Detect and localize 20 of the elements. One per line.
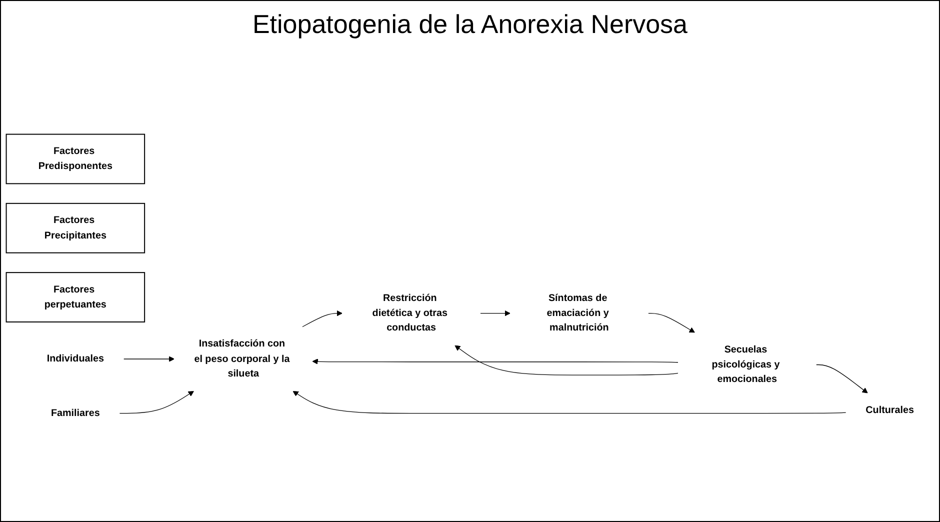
node-text: Culturales (866, 404, 914, 416)
arrow (123, 356, 174, 362)
arrow (648, 313, 695, 333)
node-text: Restricción dietética y otras conductas (372, 292, 448, 334)
node-box: Factores perpetuantes (6, 272, 146, 322)
node-text: Secuelas psicológicas y emocionales (712, 344, 780, 385)
node-box: Factores Predisponentes (6, 134, 146, 184)
node-text: Individuales (46, 352, 104, 364)
arrow (119, 390, 194, 414)
arrow (454, 345, 678, 376)
arrow (816, 364, 868, 394)
arrow (480, 310, 510, 316)
arrow (312, 358, 678, 364)
arrow (292, 390, 846, 414)
node-text: Familiares (50, 407, 100, 418)
node-text: Síntomas de emaciación y malnutrición (546, 292, 609, 334)
arrow (302, 310, 342, 328)
node-box: Factores Precipitantes (6, 202, 146, 254)
diagram-title: Etiopatogenia de la Anorexia Nervosa (252, 9, 688, 40)
node-text: Insatisfacción con el peso corporal y la silueta (194, 338, 290, 379)
